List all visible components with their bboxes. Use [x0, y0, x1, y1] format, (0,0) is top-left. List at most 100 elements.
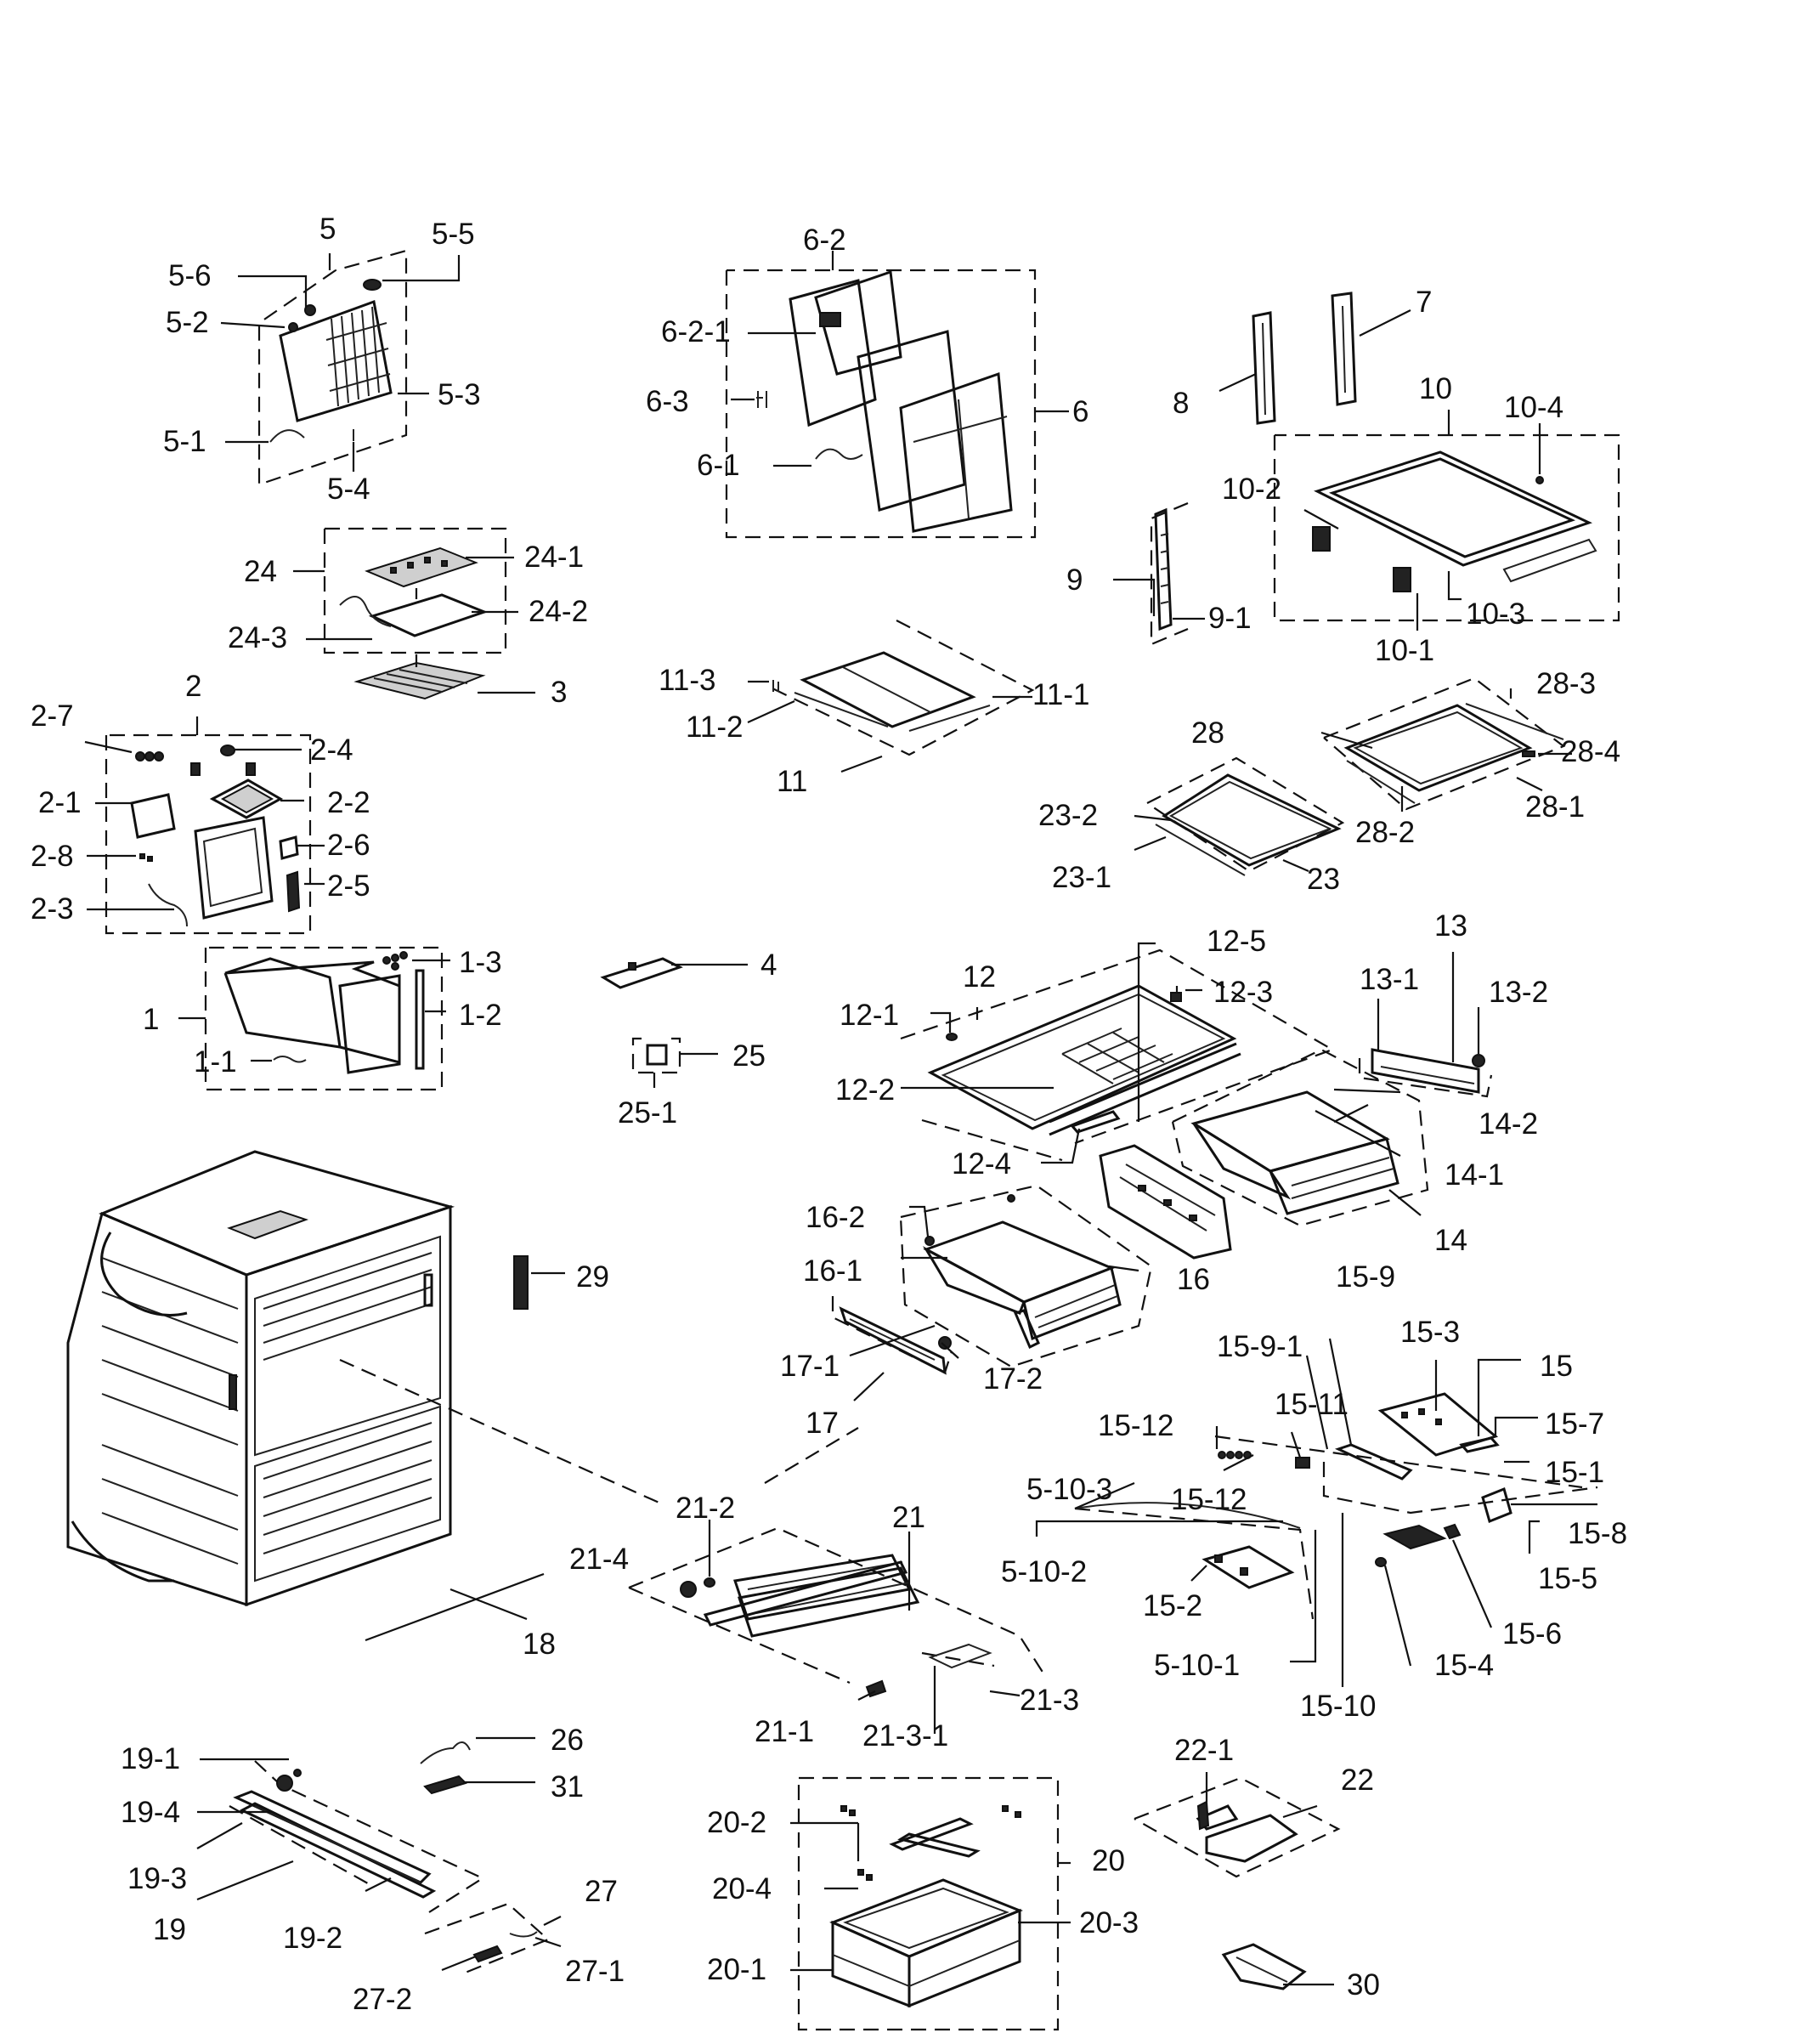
group-16-17-drawer	[831, 1184, 1153, 1401]
callout-6-1: 6-1	[697, 449, 740, 482]
callout-25-1: 25-1	[618, 1096, 678, 1130]
callout-16-1: 16-1	[803, 1254, 863, 1288]
callout-13-1: 13-1	[1360, 963, 1420, 996]
callout-2-2: 2-2	[327, 786, 370, 819]
callout-5-5: 5-5	[432, 218, 475, 251]
callout-5-10-3: 5-10-3	[1026, 1473, 1113, 1506]
parts-7-8-rails	[1218, 292, 1411, 425]
callout-21-3: 21-3	[1020, 1684, 1080, 1717]
callout-2-5: 2-5	[327, 869, 370, 903]
callout-12: 12	[963, 960, 996, 994]
part-3-grille	[353, 654, 535, 700]
callout-10-3: 10-3	[1466, 597, 1526, 631]
callout-23-2: 23-2	[1038, 799, 1099, 832]
callout-11-1: 11-1	[1032, 678, 1090, 711]
part-29	[513, 1255, 565, 1310]
group-1-bucket	[178, 946, 450, 1091]
callout-19-4: 19-4	[121, 1796, 181, 1829]
callout-5-10-1: 5-10-1	[1154, 1649, 1241, 1682]
callout-17-1: 17-1	[780, 1350, 840, 1383]
callout-9: 9	[1066, 563, 1083, 597]
callout-2: 2	[185, 670, 202, 703]
callout-27-2: 27-2	[353, 1983, 413, 2016]
connector-lines	[339, 1358, 859, 1642]
callout-10-2: 10-2	[1222, 473, 1282, 506]
callout-27-1: 27-1	[565, 1955, 625, 1988]
group-10-shelf	[1273, 410, 1620, 631]
callout-27: 27	[585, 1875, 618, 1908]
callout-15-9-1: 15-9-1	[1217, 1330, 1303, 1363]
group-24-duct	[293, 527, 518, 654]
callout-15-8: 15-8	[1568, 1517, 1628, 1550]
callout-2-1: 2-1	[38, 786, 82, 819]
callout-15-6: 15-6	[1502, 1617, 1563, 1650]
callout-21-1: 21-1	[755, 1715, 815, 1748]
callout-21-3-1: 21-3-1	[862, 1719, 949, 1752]
callout-1: 1	[143, 1003, 160, 1036]
group-15-dispenser	[1035, 1338, 1598, 1687]
callout-13-2: 13-2	[1489, 976, 1549, 1009]
group-27	[424, 1902, 562, 1975]
callout-17: 17	[806, 1407, 839, 1440]
callout-14: 14	[1434, 1224, 1467, 1257]
callout-12-1: 12-1	[840, 999, 900, 1032]
callout-28-1: 28-1	[1525, 790, 1586, 824]
callout-11: 11	[777, 765, 808, 798]
callout-20: 20	[1092, 1844, 1125, 1877]
group-5-evaporator	[220, 249, 461, 486]
callout-15-4: 15-4	[1434, 1649, 1495, 1682]
callout-5-1: 5-1	[163, 425, 206, 458]
group-2-icemaker	[84, 716, 325, 935]
callout-28-2: 28-2	[1355, 816, 1416, 849]
callout-14-1: 14-1	[1445, 1158, 1505, 1192]
callout-19-1: 19-1	[121, 1742, 181, 1775]
callout-19: 19	[153, 1913, 186, 1946]
callout-15-5: 15-5	[1538, 1562, 1598, 1595]
callout-28: 28	[1191, 716, 1224, 750]
group-19-rail	[196, 1736, 535, 1913]
group-28-shelf	[1320, 677, 1572, 812]
callout-1-3: 1-3	[459, 946, 502, 979]
callout-3: 3	[551, 676, 568, 709]
group-20-drawer	[790, 1776, 1071, 2031]
callout-21-4: 21-4	[569, 1543, 630, 1576]
callout-6-3: 6-3	[646, 385, 689, 418]
callout-2-4: 2-4	[310, 733, 353, 767]
callout-22: 22	[1341, 1764, 1374, 1797]
callout-10: 10	[1419, 372, 1452, 405]
callout-15-7: 15-7	[1545, 1407, 1605, 1441]
callout-1-2: 1-2	[459, 999, 502, 1032]
callout-14-2: 14-2	[1479, 1107, 1539, 1141]
callout-23: 23	[1307, 863, 1340, 896]
callout-13: 13	[1434, 909, 1467, 943]
callout-29: 29	[576, 1260, 609, 1294]
callout-12-2: 12-2	[835, 1073, 896, 1107]
callout-28-4: 28-4	[1561, 735, 1621, 768]
group-22	[1134, 1772, 1341, 1878]
callout-2-3: 2-3	[31, 892, 74, 926]
callout-16: 16	[1177, 1263, 1210, 1296]
callout-31: 31	[551, 1770, 584, 1803]
group-6-cover	[725, 251, 1069, 539]
callout-15-12-b: 15-12	[1171, 1483, 1247, 1516]
callout-15: 15	[1540, 1350, 1573, 1383]
callout-24-1: 24-1	[524, 541, 585, 574]
callout-20-1: 20-1	[707, 1953, 767, 1986]
callout-30: 30	[1347, 1968, 1380, 2002]
callout-5-6: 5-6	[168, 259, 212, 292]
callout-15-12-a: 15-12	[1098, 1409, 1174, 1442]
refrigerator-cabinet	[66, 1150, 455, 1607]
callout-20-4: 20-4	[712, 1872, 772, 1905]
callout-24: 24	[244, 555, 277, 588]
group-21-rails	[628, 1520, 1046, 1734]
callout-22-1: 22-1	[1174, 1734, 1235, 1767]
callout-8: 8	[1173, 387, 1190, 420]
callout-10-1: 10-1	[1375, 634, 1435, 667]
callout-17-2: 17-2	[983, 1362, 1043, 1396]
callout-2-7: 2-7	[31, 699, 74, 733]
callout-26: 26	[551, 1724, 584, 1757]
callout-10-4: 10-4	[1504, 391, 1564, 424]
callout-5-10-2: 5-10-2	[1001, 1555, 1088, 1588]
